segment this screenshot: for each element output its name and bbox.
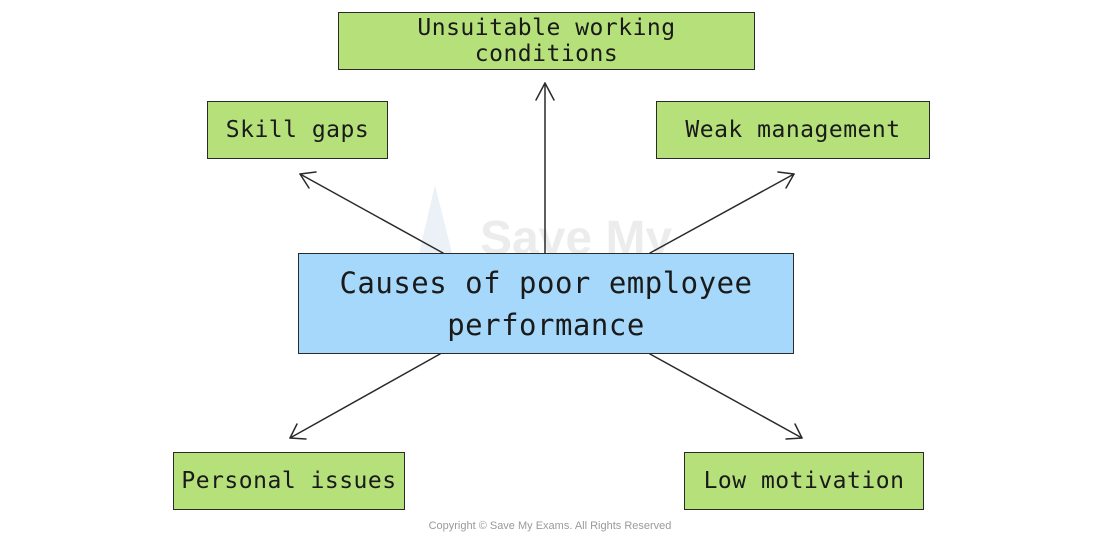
cause-unsuitable-working-conditions: Unsuitable working conditions: [338, 12, 755, 70]
arrow-to-low-motivation: [649, 353, 803, 440]
copyright-notice: Copyright © Save My Exams. All Rights Re…: [428, 520, 672, 532]
arrow-to-personal-issues: [289, 353, 441, 440]
cause-label: Low motivation: [703, 468, 905, 494]
arrow-to-weak-management: [649, 171, 795, 254]
arrow-to-skill-gaps: [299, 171, 444, 254]
arrow-to-unsuitable-working-conditions: [535, 82, 555, 254]
cause-label: Unsuitable working conditions: [417, 15, 676, 67]
cause-label: Weak management: [685, 117, 901, 143]
central-topic-label: Causes of poor employee performance: [339, 265, 753, 342]
cause-label: Skill gaps: [225, 117, 370, 143]
cause-weak-management: Weak management: [656, 101, 930, 159]
cause-skill-gaps: Skill gaps: [207, 101, 388, 159]
cause-label: Personal issues: [181, 468, 397, 494]
central-topic: Causes of poor employee performance: [298, 253, 794, 354]
cause-personal-issues: Personal issues: [173, 452, 405, 510]
cause-low-motivation: Low motivation: [684, 452, 924, 510]
